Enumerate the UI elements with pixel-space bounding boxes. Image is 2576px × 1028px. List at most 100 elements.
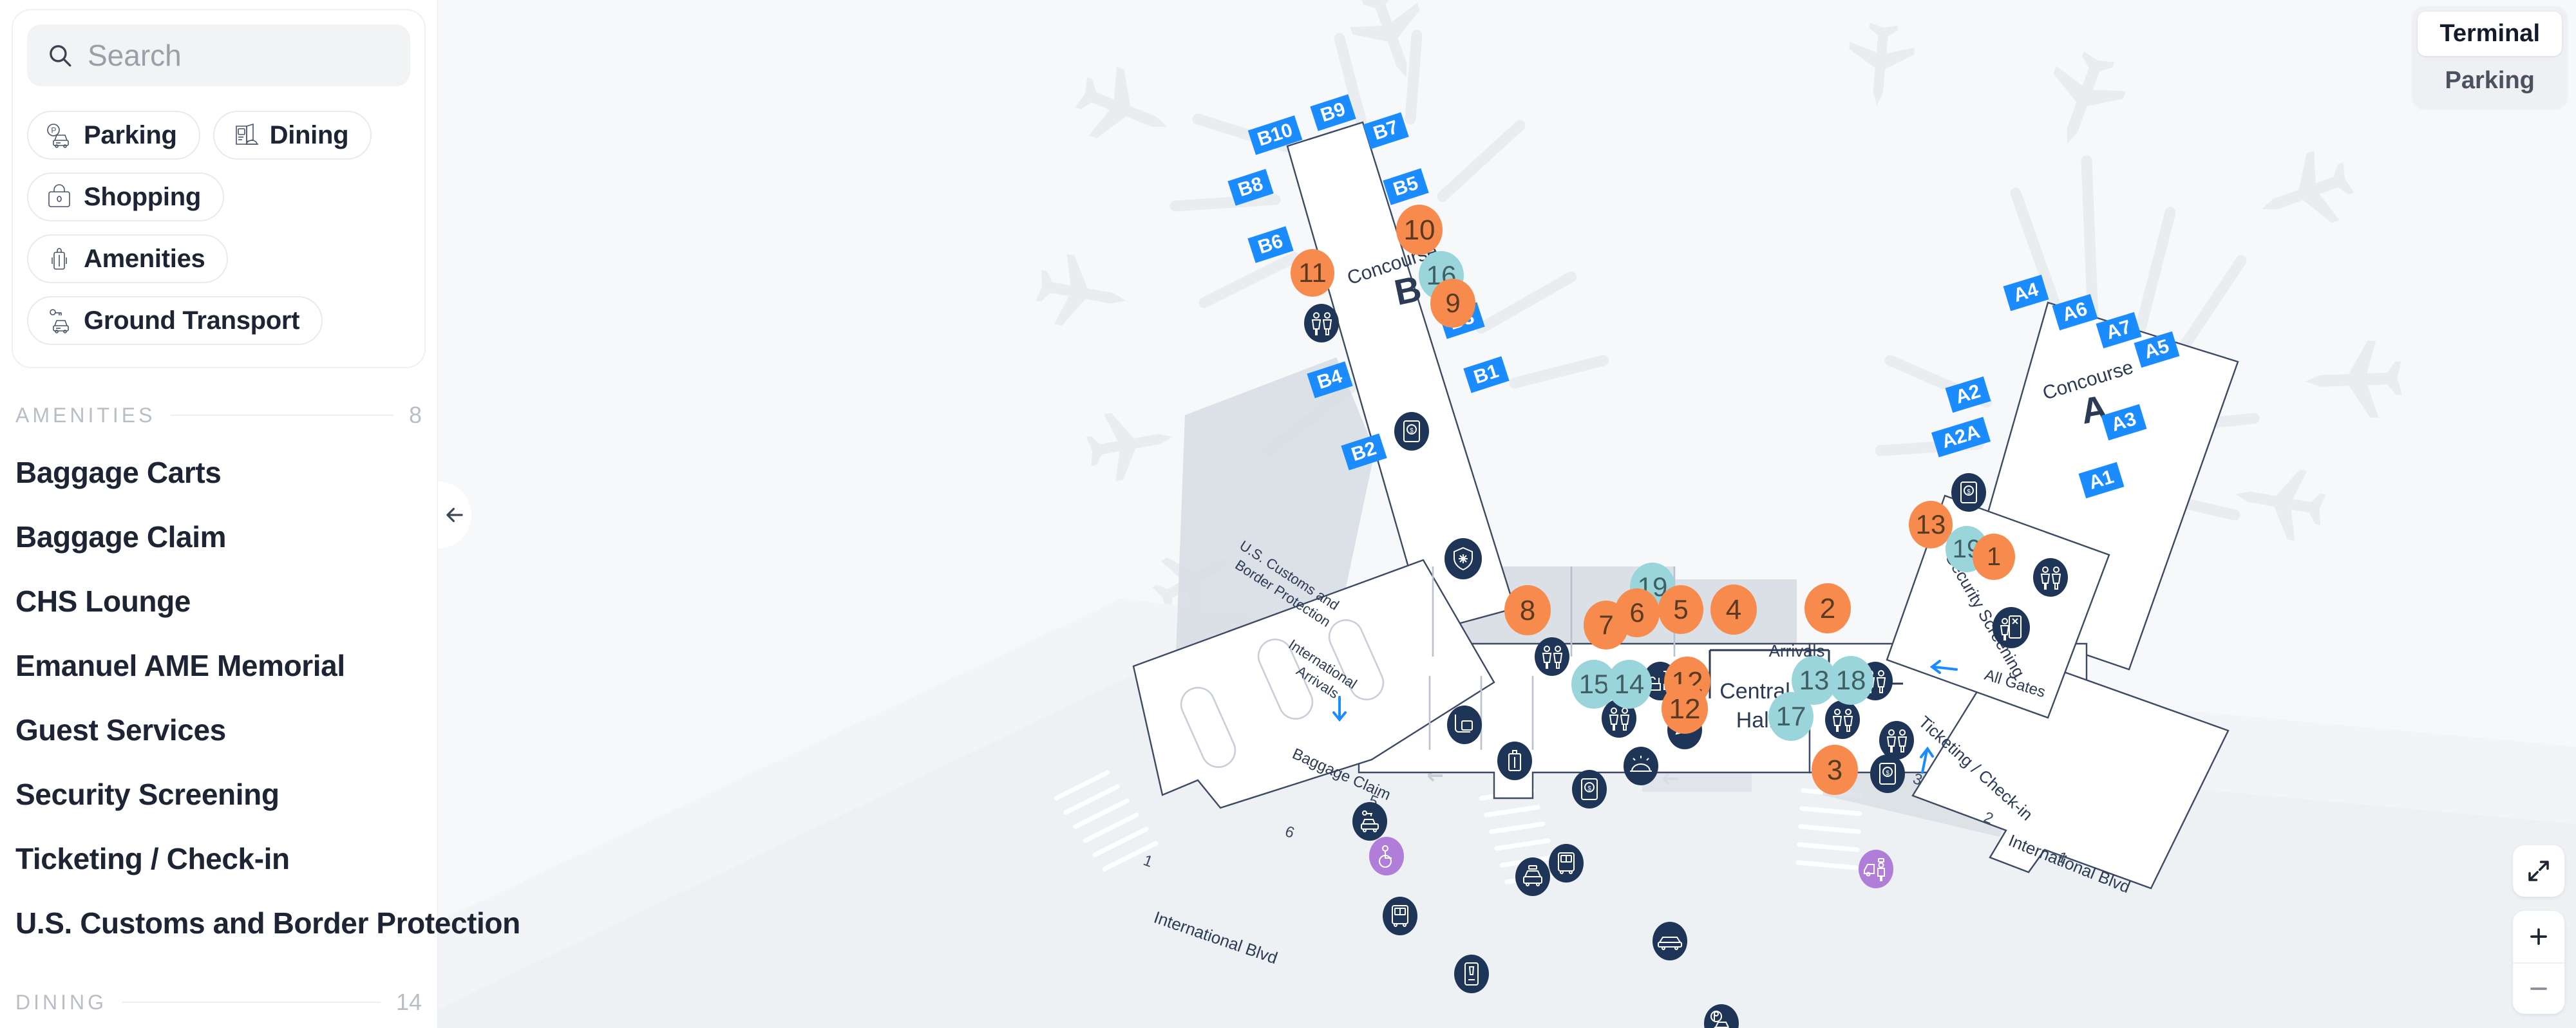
- list-item[interactable]: CHS Lounge: [15, 584, 191, 618]
- category-chip-label: Amenities: [84, 244, 205, 273]
- limo-icon: [1658, 937, 1682, 950]
- gate-labels: B10 B9 B7 B8 B5 B6 B: [1227, 94, 2180, 499]
- zoom-in-button[interactable]: [2513, 911, 2564, 962]
- view-toggle: Terminal Parking: [2412, 6, 2567, 108]
- section-divider: [122, 1002, 381, 1003]
- poi-marker-customs[interactable]: [1444, 538, 1482, 579]
- list-item[interactable]: Ticketing / Check-in: [15, 842, 290, 875]
- search-box[interactable]: [27, 24, 410, 86]
- gate-label-A3[interactable]: A3: [2101, 404, 2147, 441]
- parking-icon: [1710, 1011, 1729, 1028]
- list-item[interactable]: U.S. Customs and Border Protection: [15, 906, 520, 940]
- poi-marker-baggage-cart[interactable]: [1447, 706, 1482, 744]
- gate-label-B9[interactable]: B9: [1310, 94, 1356, 131]
- gate-label-B2[interactable]: B2: [1341, 433, 1387, 471]
- poi-marker-restroom[interactable]: [1304, 304, 1339, 342]
- poi-marker-restroom[interactable]: [2033, 558, 2068, 597]
- gate-label-B6[interactable]: B6: [1247, 226, 1294, 263]
- poi-marker-valet[interactable]: [1859, 850, 1893, 888]
- gate-label-B7[interactable]: B7: [1363, 112, 1409, 149]
- terminal-map-svg: Concourse B Concourse A Central Hall Sec…: [438, 0, 2576, 1028]
- minus-icon: [2530, 987, 2547, 990]
- map-canvas[interactable]: Concourse B Concourse A Central Hall Sec…: [438, 0, 2576, 1028]
- poi-marker-atm[interactable]: $: [1394, 412, 1429, 451]
- section-header: AMENITIES 8: [15, 402, 422, 429]
- view-option-parking[interactable]: Parking: [2445, 67, 2535, 94]
- amenities-list: Baggage Carts Baggage Claim CHS Lounge E…: [15, 440, 520, 955]
- numbered-marker[interactable]: 1: [1973, 534, 2015, 580]
- list-item[interactable]: Emanuel AME Memorial: [15, 649, 345, 682]
- poi-marker-atm[interactable]: $: [1870, 754, 1905, 793]
- poi-marker-restroom[interactable]: [1825, 700, 1860, 739]
- list-item[interactable]: Guest Services: [15, 713, 226, 747]
- gate-label-A1[interactable]: A1: [2078, 462, 2125, 499]
- svg-text:2: 2: [1820, 593, 1835, 624]
- numbered-marker[interactable]: 3: [1812, 745, 1858, 795]
- poi-marker-taxi[interactable]: [1515, 857, 1550, 896]
- numbered-marker[interactable]: 4: [1710, 584, 1757, 635]
- svg-text:7: 7: [1598, 610, 1613, 640]
- gate-label-A5[interactable]: A5: [2134, 331, 2180, 368]
- poi-marker-parking[interactable]: [1704, 1004, 1739, 1028]
- numbered-marker[interactable]: 8: [1504, 585, 1551, 635]
- numbered-marker[interactable]: 17: [1768, 692, 1814, 741]
- gate-label-A2[interactable]: A2: [1945, 376, 1991, 413]
- list-item[interactable]: Baggage Carts: [15, 456, 222, 489]
- section-divider: [171, 415, 393, 416]
- poi-markers: $: [1304, 304, 2068, 1028]
- atm-icon: $: [1879, 763, 1896, 785]
- numbered-marker[interactable]: 10: [1396, 205, 1443, 255]
- category-chip-amenities[interactable]: Amenities: [27, 234, 229, 283]
- poi-marker-shuttle[interactable]: [1383, 897, 1417, 935]
- numbered-markers: 10 11 16 9 13 19 1 8 19 7: [1291, 205, 2015, 795]
- category-chip-dining[interactable]: Dining: [213, 111, 372, 160]
- poi-marker-rental-car[interactable]: [1352, 802, 1387, 841]
- zoom-out-button[interactable]: [2513, 962, 2564, 1014]
- svg-text:1: 1: [1987, 543, 2001, 571]
- poi-marker-baggage-claim[interactable]: [1497, 742, 1532, 780]
- category-chip-ground-transport[interactable]: Ground Transport: [27, 296, 323, 345]
- poi-marker-wheelchair[interactable]: [1369, 837, 1404, 875]
- svg-text:P: P: [51, 126, 56, 135]
- security-icon: [2000, 615, 2022, 640]
- poi-marker-shuttle[interactable]: [1549, 844, 1584, 883]
- poi-marker-atm[interactable]: $: [1951, 473, 1986, 512]
- category-chip-label: Dining: [269, 120, 349, 149]
- restroom-icon: [1886, 729, 1908, 752]
- search-input[interactable]: [88, 38, 391, 73]
- gate-label-B4[interactable]: B4: [1307, 361, 1353, 398]
- fullscreen-button[interactable]: [2513, 845, 2564, 897]
- gate-label-A7[interactable]: A7: [2096, 312, 2142, 349]
- numbered-marker[interactable]: 6: [1615, 588, 1660, 637]
- numbered-marker[interactable]: 13: [1792, 656, 1837, 705]
- gate-label-A4[interactable]: A4: [2003, 274, 2049, 312]
- poi-marker-security[interactable]: [1993, 607, 2030, 648]
- restroom-icon: [1311, 312, 1332, 335]
- poi-marker-guest-services[interactable]: [1624, 747, 1658, 785]
- numbered-marker[interactable]: 12: [1662, 684, 1708, 734]
- taxi-icon: [1523, 865, 1542, 886]
- poi-marker-limo[interactable]: [1653, 922, 1687, 960]
- numbered-marker[interactable]: 14: [1607, 660, 1652, 709]
- poi-marker-restroom[interactable]: [1879, 721, 1914, 760]
- poi-marker-restroom[interactable]: [1535, 637, 1569, 676]
- gate-label-B8[interactable]: B8: [1227, 169, 1274, 206]
- numbered-marker[interactable]: 5: [1658, 585, 1703, 634]
- poi-marker-phone[interactable]: [1454, 955, 1489, 993]
- numbered-marker[interactable]: 13: [1909, 501, 1953, 548]
- list-item[interactable]: Baggage Claim: [15, 520, 227, 554]
- category-chip-shopping[interactable]: Shopping: [27, 173, 224, 221]
- category-chip-parking[interactable]: P Parking: [27, 111, 200, 160]
- numbered-marker[interactable]: 2: [1804, 583, 1851, 633]
- numbered-marker[interactable]: 11: [1291, 249, 1334, 297]
- numbered-marker[interactable]: 18: [1828, 656, 1873, 705]
- gate-label-A6[interactable]: A6: [2052, 294, 2098, 331]
- gate-label-B1[interactable]: B1: [1463, 356, 1510, 393]
- list-item[interactable]: Security Screening: [15, 778, 279, 811]
- numbered-marker[interactable]: 15: [1571, 660, 1616, 709]
- poi-marker-restroom[interactable]: [1602, 699, 1636, 738]
- numbered-marker[interactable]: 9: [1430, 279, 1475, 328]
- gate-label-B5[interactable]: B5: [1383, 168, 1429, 205]
- poi-marker-atm[interactable]: $: [1572, 770, 1607, 808]
- view-option-terminal[interactable]: Terminal: [2418, 12, 2562, 56]
